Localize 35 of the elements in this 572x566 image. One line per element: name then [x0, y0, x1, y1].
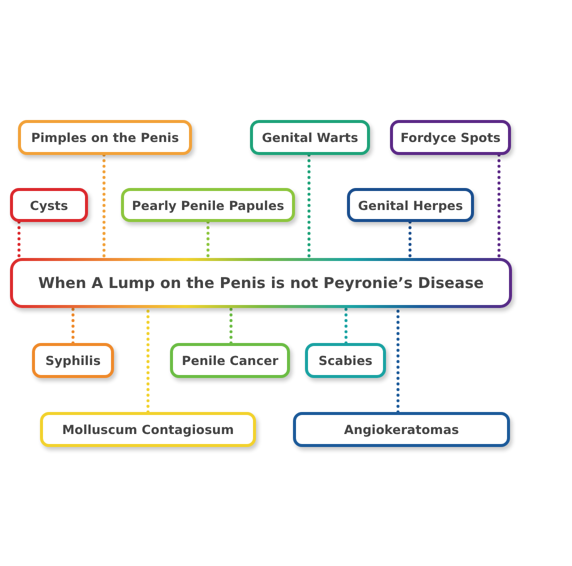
dotted-connector [146, 306, 150, 414]
condition-label: Syphilis [45, 353, 101, 368]
condition-box [250, 120, 370, 155]
dotted-connector [344, 306, 348, 344]
condition-box [32, 343, 114, 378]
dotted-connector [102, 154, 106, 260]
dotted-connector [498, 154, 500, 260]
dotted-connector [72, 306, 74, 344]
dotted-connector [206, 220, 210, 260]
condition-box [293, 412, 510, 447]
dotted-connector [396, 306, 400, 414]
dotted-connector [230, 306, 232, 344]
condition-box [121, 188, 295, 222]
condition-box [390, 120, 511, 155]
condition-label: Scabies [318, 353, 372, 368]
condition-box [10, 188, 88, 222]
condition-label: Cysts [30, 198, 68, 212]
condition-label: Angiokeratomas [344, 422, 459, 437]
condition-box [170, 343, 290, 378]
condition-box [305, 343, 386, 378]
condition-label: Genital Herpes [358, 198, 463, 212]
condition-label: Molluscum Contagiosum [62, 422, 234, 437]
condition-box [18, 120, 192, 155]
condition-box [40, 412, 256, 447]
title-box [10, 258, 512, 308]
condition-label: Genital Warts [262, 130, 358, 145]
dotted-connector [308, 154, 310, 260]
central-node-label: When A Lump on the Penis is not Peyronie’s Disease [38, 274, 484, 292]
condition-label: Penile Cancer [182, 353, 278, 368]
condition-label: Fordyce Spots [400, 130, 501, 145]
dotted-connector [18, 220, 20, 260]
dotted-connector [408, 220, 412, 260]
condition-box [347, 188, 474, 222]
condition-label: Pimples on the Penis [31, 130, 179, 145]
condition-label: Pearly Penile Papules [132, 198, 284, 212]
